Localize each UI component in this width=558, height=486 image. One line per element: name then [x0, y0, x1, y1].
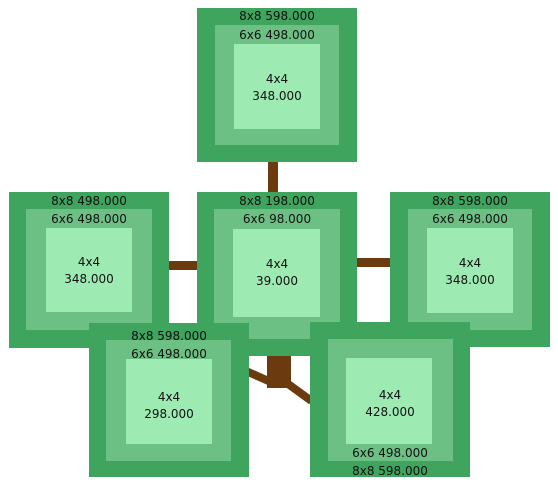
- core-value: 348.000: [252, 89, 302, 103]
- node-bottom-right: 4x4 428.000 6x6 498.000 8x8 598.000: [310, 322, 470, 478]
- core-4x4: [346, 358, 432, 444]
- core-label: 4x4: [157, 390, 181, 404]
- core-label: 4x4: [77, 255, 101, 269]
- core-value: 348.000: [445, 273, 495, 287]
- branch-center-to-right: [354, 258, 394, 267]
- label-8x8: 8x8 598.000: [131, 329, 207, 343]
- label-8x8: 8x8 598.000: [432, 194, 508, 208]
- core-label: 4x4: [378, 388, 402, 402]
- label-6x6: 6x6 498.000: [352, 446, 428, 460]
- branch-left-to-center: [166, 261, 200, 270]
- core-4x4: [427, 228, 513, 313]
- core-label: 4x4: [458, 256, 482, 270]
- node-top: 8x8 598.000 6x6 498.000 4x4 348.000: [197, 8, 357, 162]
- label-8x8: 8x8 498.000: [51, 194, 127, 208]
- core-4x4: [233, 229, 320, 317]
- core-label: 4x4: [265, 72, 289, 86]
- core-4x4: [234, 44, 320, 129]
- core-4x4: [46, 228, 132, 312]
- core-4x4: [126, 359, 212, 444]
- node-right: 8x8 598.000 6x6 498.000 4x4 348.000: [390, 192, 550, 347]
- label-6x6: 6x6 498.000: [432, 212, 508, 226]
- node-center: 8x8 198.000 6x6 98.000 4x4 39.000: [197, 192, 357, 356]
- label-8x8: 8x8 598.000: [352, 464, 428, 478]
- label-6x6: 6x6 498.000: [51, 212, 127, 226]
- label-8x8: 8x8 198.000: [239, 194, 315, 208]
- label-6x6: 6x6 498.000: [131, 347, 207, 361]
- label-8x8: 8x8 598.000: [239, 9, 315, 23]
- core-value: 348.000: [64, 272, 114, 286]
- label-6x6: 6x6 498.000: [239, 28, 315, 42]
- node-bottom-left: 8x8 598.000 6x6 498.000 4x4 298.000: [89, 323, 249, 477]
- core-value: 39.000: [256, 274, 298, 288]
- node-left: 8x8 498.000 6x6 498.000 4x4 348.000: [9, 192, 169, 348]
- core-label: 4x4: [265, 257, 289, 271]
- branch-top-to-center: [268, 160, 278, 194]
- core-value: 428.000: [365, 405, 415, 419]
- label-6x6: 6x6 98.000: [242, 212, 312, 226]
- core-value: 298.000: [144, 407, 194, 421]
